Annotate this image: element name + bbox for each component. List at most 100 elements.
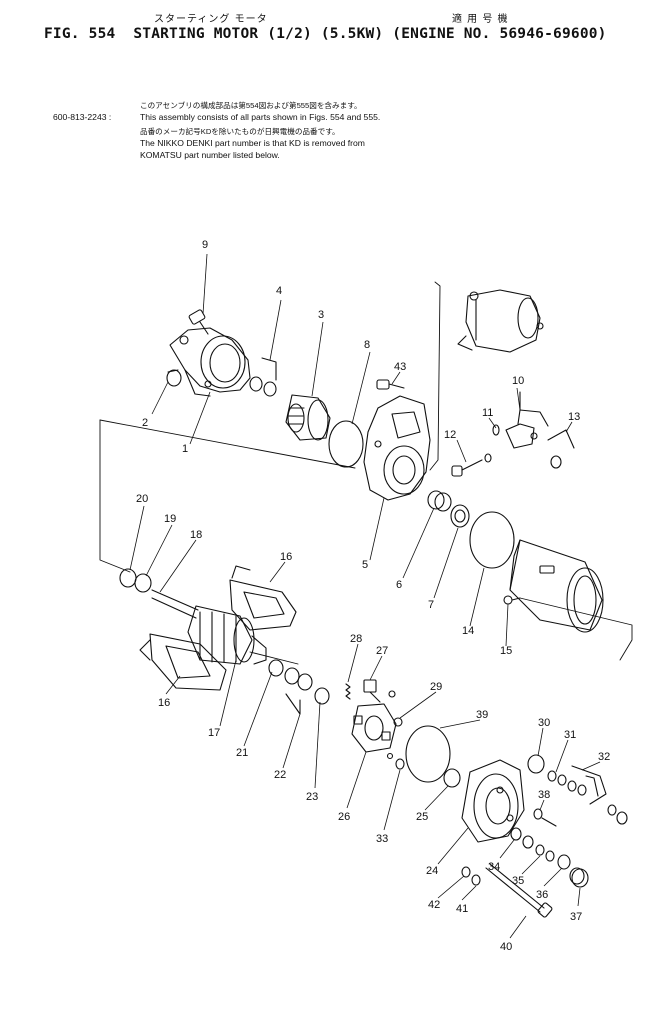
leader-lines <box>129 253 601 939</box>
callout-8: 8 <box>364 339 370 351</box>
callout-15: 15 <box>500 645 512 657</box>
callout-33: 33 <box>376 833 388 845</box>
figure-name: STARTING MOTOR (1/2) (5.5KW) (ENGINE NO.… <box>133 26 607 42</box>
callout-43: 43 <box>394 361 406 373</box>
callout-32: 32 <box>598 751 610 763</box>
callout-30: 30 <box>538 717 550 729</box>
callout-7: 7 <box>428 599 434 611</box>
callout-12: 12 <box>444 429 456 441</box>
callout-labels: 9 4 3 8 43 10 11 12 13 2 1 5 6 7 14 15 2… <box>136 239 610 953</box>
part-25-bushing <box>443 768 461 788</box>
callout-27: 27 <box>376 645 388 657</box>
callout-28: 28 <box>350 633 362 645</box>
part-23-washer <box>314 687 330 705</box>
note-jp-nikko: 品番のメーカ記号KDを除いたものが日興電機の品番です。 <box>140 127 340 136</box>
part-31-washer-stack <box>547 770 587 796</box>
callout-25: 25 <box>416 811 428 823</box>
part-2-bushing <box>166 369 182 387</box>
part-11-washer <box>492 424 500 436</box>
figure-number: FIG. 554 <box>44 26 116 42</box>
part-35-washer <box>535 844 555 862</box>
part-33-washer <box>386 752 405 770</box>
part-30-cap <box>527 754 545 774</box>
callout-21: 21 <box>236 747 248 759</box>
part-32-terminal-plate <box>571 765 628 825</box>
part-28-spring <box>345 683 351 700</box>
part-19-washer <box>134 573 152 593</box>
callout-5: 5 <box>362 559 368 571</box>
part-21-washer <box>268 659 284 677</box>
callout-22: 22 <box>274 769 286 781</box>
part-43-bolt <box>376 379 405 390</box>
part-10-lead-assembly <box>505 391 549 449</box>
callout-38: 38 <box>538 789 550 801</box>
part-9-bolt <box>188 309 209 335</box>
part-42-washer <box>461 866 471 878</box>
part-40-through-bolt <box>485 863 553 918</box>
part-41-washer <box>471 874 481 886</box>
callout-16-upper: 16 <box>280 551 292 563</box>
note-nikko-line1: The NIKKO DENKI part number is that KD i… <box>140 138 365 148</box>
callout-11: 11 <box>482 407 493 419</box>
part-17-armature <box>151 589 267 665</box>
part-24-rear-cover <box>461 759 525 843</box>
yoke-field-frame <box>509 539 604 633</box>
note-nikko-line2: KOMATSU part number listed below. <box>140 150 280 160</box>
callout-16-lower: 16 <box>158 697 170 709</box>
part-7-bearing <box>450 504 470 528</box>
part-34-bushing <box>510 827 534 849</box>
part-13-nut <box>547 429 575 469</box>
callout-9: 9 <box>202 239 208 251</box>
part-38-bolt <box>533 808 557 827</box>
callout-26: 26 <box>338 811 350 823</box>
callout-3: 3 <box>318 309 324 321</box>
callout-18: 18 <box>190 529 202 541</box>
callout-36: 36 <box>536 889 548 901</box>
callout-31: 31 <box>564 729 576 741</box>
callout-34: 34 <box>488 861 500 873</box>
group-bracket-lines <box>99 281 633 665</box>
callout-20: 20 <box>136 493 148 505</box>
part-1-pinion-housing <box>169 327 251 397</box>
note-assembly-text: This assembly consists of all parts show… <box>140 112 381 122</box>
callout-29: 29 <box>430 681 442 693</box>
part-3-pinion-clutch <box>285 394 331 441</box>
part-39-o-ring <box>405 725 451 783</box>
callout-37: 37 <box>570 911 582 923</box>
note-part-number: 600-813-2243 : <box>53 112 112 122</box>
callout-40: 40 <box>500 941 512 953</box>
callout-10: 10 <box>512 375 524 387</box>
callout-39: 39 <box>476 709 488 721</box>
part-16-field-coil-lower <box>139 633 227 691</box>
callout-17: 17 <box>208 727 220 739</box>
note-jp-assembly: このアセンブリの構成部品は第554図および第555図を含みます。 <box>140 101 362 110</box>
callout-1: 1 <box>182 443 188 455</box>
magnetic-switch-reference <box>457 289 544 353</box>
callout-42: 42 <box>428 899 440 911</box>
figure-title: FIG. 554 STARTING MOTOR (1/2) (5.5KW) (E… <box>44 26 607 42</box>
part-6-bushing <box>427 490 452 512</box>
callout-2: 2 <box>142 417 148 429</box>
callout-6: 6 <box>396 579 402 591</box>
part-26-brush-holder <box>351 703 397 753</box>
part-36-nut <box>557 854 571 870</box>
callout-41: 41 <box>456 903 468 915</box>
callout-19: 19 <box>164 513 176 525</box>
jp-title: スターティング モータ <box>154 14 268 25</box>
callout-13: 13 <box>568 411 580 423</box>
callout-4: 4 <box>276 285 282 297</box>
part-4-bushings <box>249 357 277 397</box>
callout-35: 35 <box>512 875 524 887</box>
part-27-brush <box>363 679 396 703</box>
part-16-field-coil-upper <box>229 565 297 631</box>
part-20-washer <box>119 568 137 588</box>
callout-23: 23 <box>306 791 318 803</box>
part-5-drive-housing <box>363 395 431 501</box>
jp-applicable-label: 適 用 号 機 <box>452 14 509 25</box>
part-12-bolt <box>451 453 492 477</box>
part-14-o-ring <box>469 511 515 569</box>
part-8-o-ring <box>328 420 364 468</box>
callout-14: 14 <box>462 625 474 637</box>
part-37-cap <box>569 867 589 888</box>
